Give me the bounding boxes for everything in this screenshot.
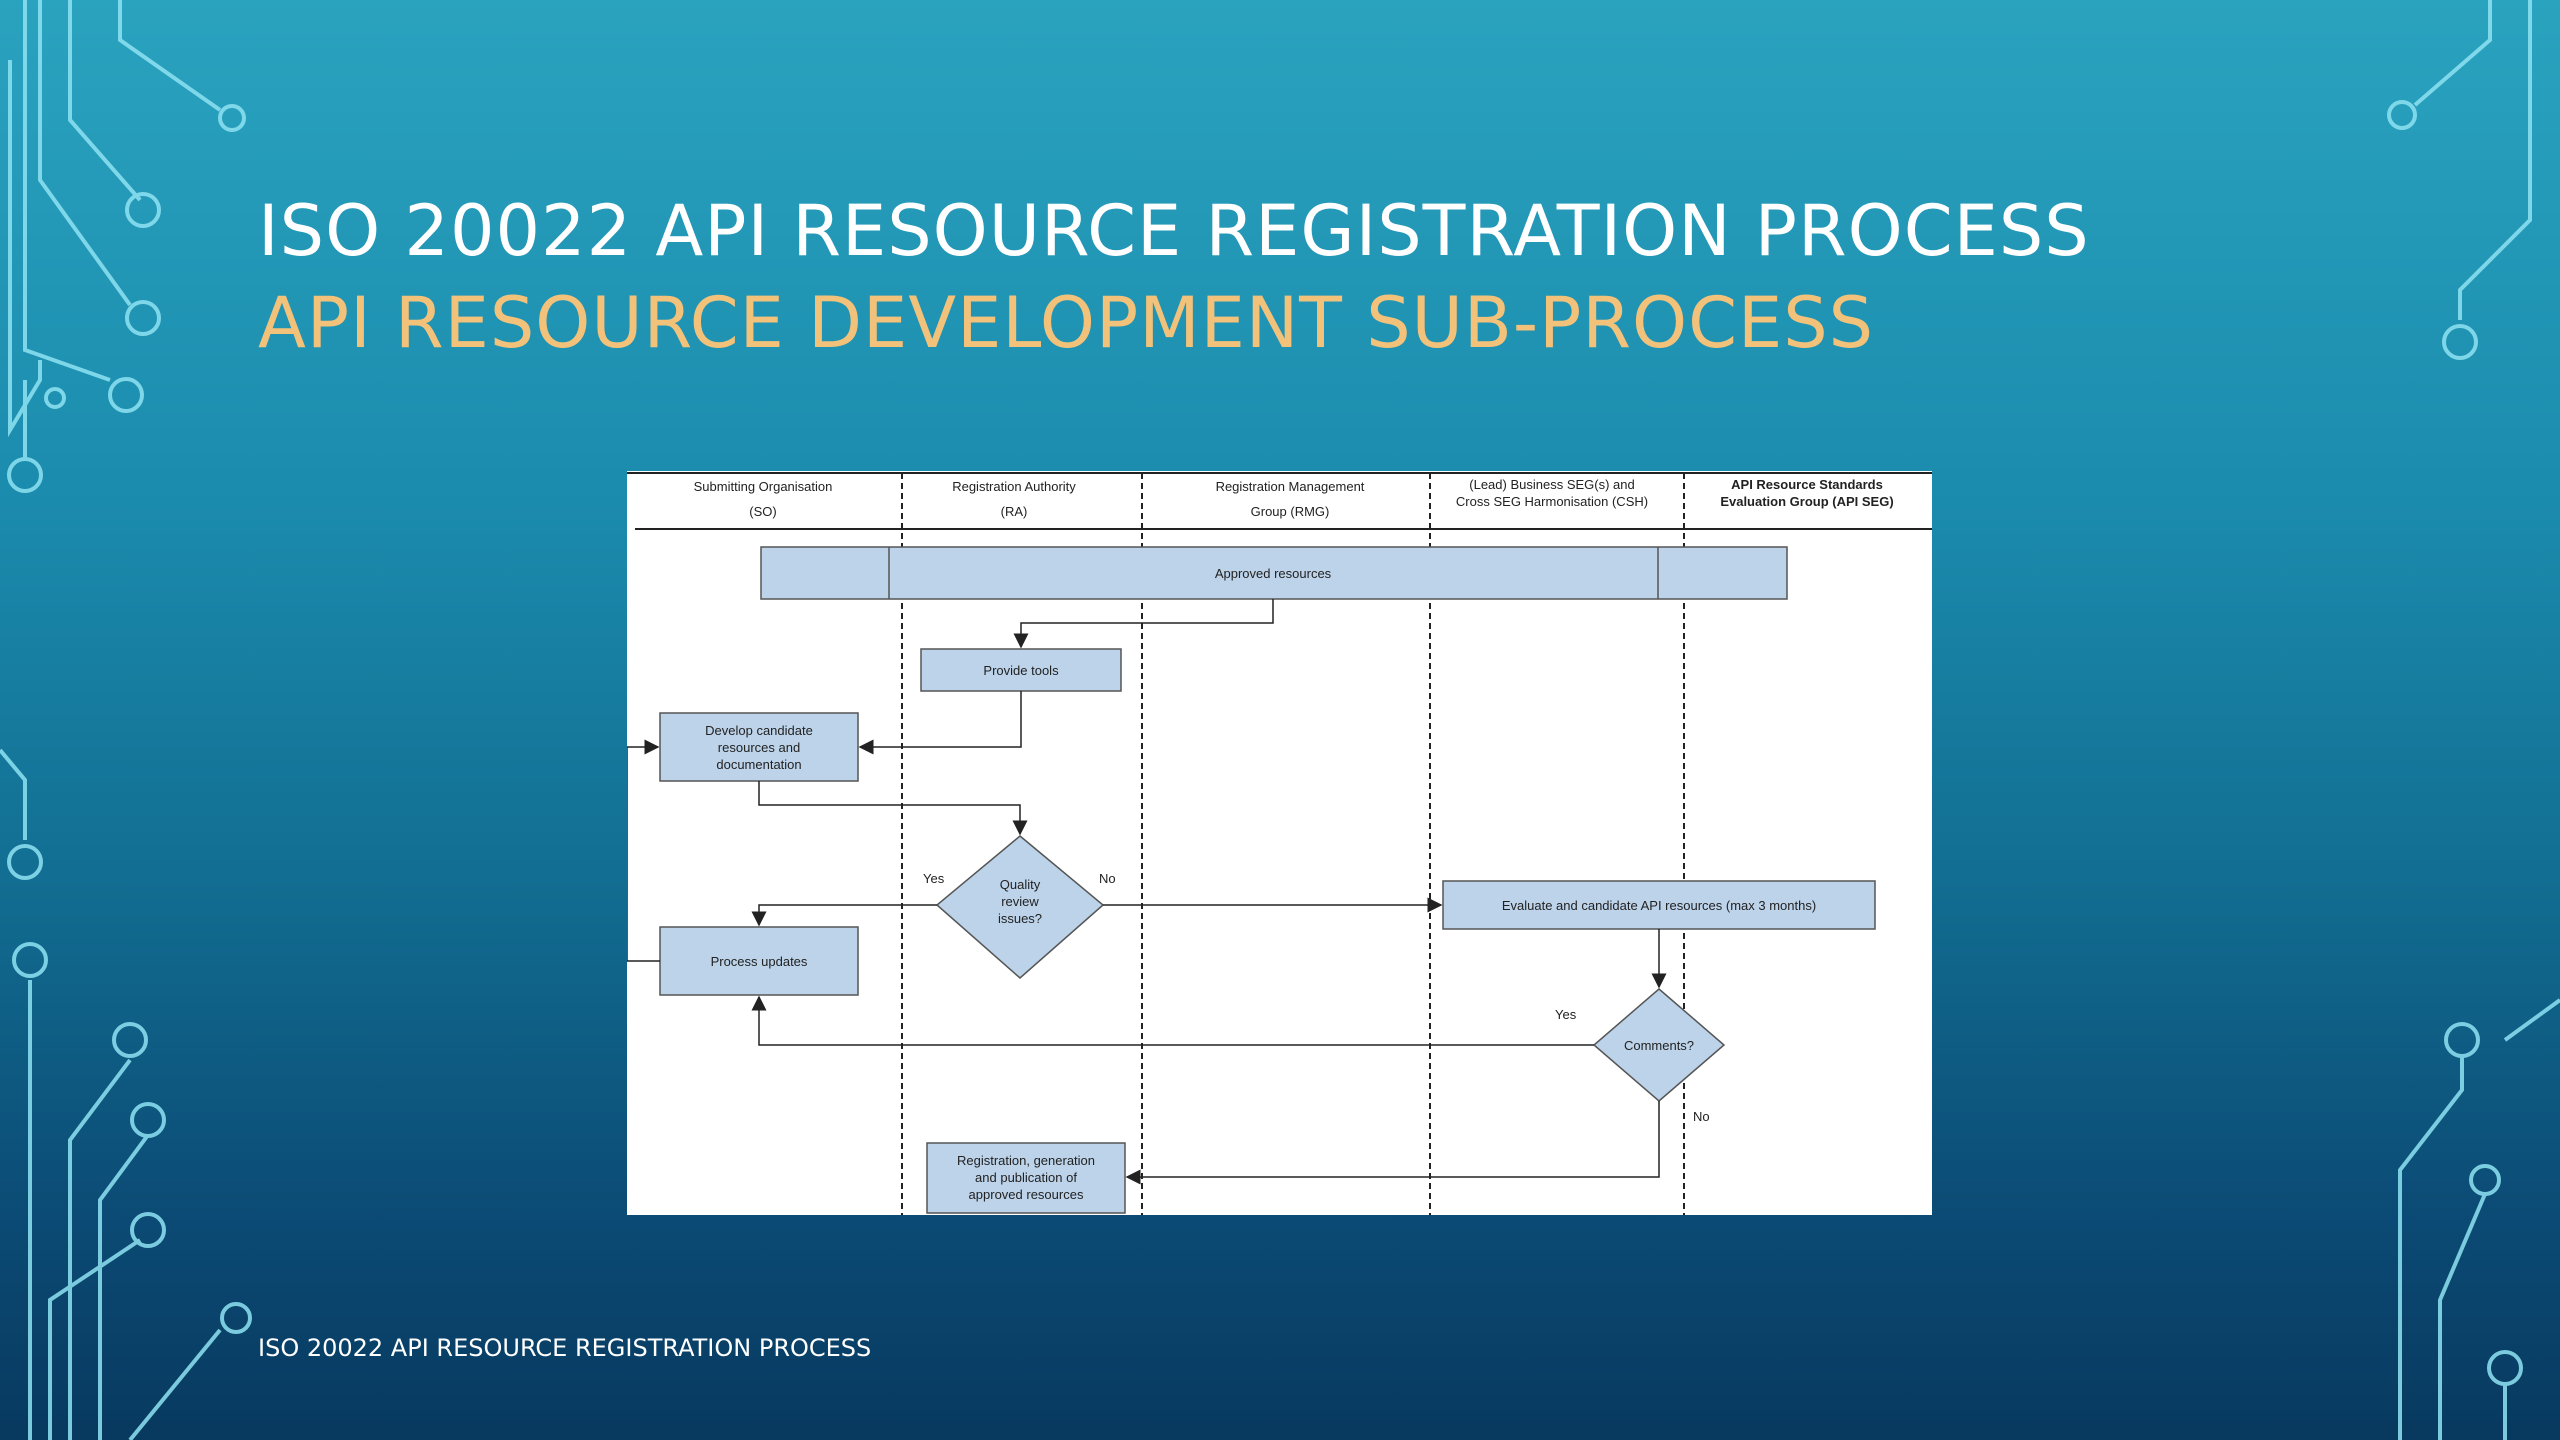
quality-yes-label: Yes <box>923 871 945 886</box>
process-updates-label: Process updates <box>711 954 808 969</box>
registration-label-line2: and publication of <box>975 1170 1077 1185</box>
lane-api-label: API Resource Standards <box>1731 477 1883 492</box>
develop-label-line2: resources and <box>718 740 800 755</box>
connector-tools-to-develop <box>858 691 1022 755</box>
connector-develop-to-quality <box>758 781 1028 836</box>
registration-label-line1: Registration, generation <box>957 1153 1095 1168</box>
connector-comments-yes <box>751 995 1594 1046</box>
flowchart-svg: Submitting Organisation (SO) Registratio… <box>626 472 1932 1215</box>
provide-tools-label: Provide tools <box>983 663 1059 678</box>
process-diagram: Submitting Organisation (SO) Registratio… <box>626 471 1932 1215</box>
lane-api-sublabel: Evaluation Group (API SEG) <box>1720 494 1893 509</box>
registration-box <box>926 1142 1126 1214</box>
connector-approved-to-tools <box>1013 599 1274 649</box>
provide-tools-box <box>920 648 1122 692</box>
develop-label-line3: documentation <box>716 757 801 772</box>
comments-label: Comments? <box>1624 1038 1694 1053</box>
registration-label-line3: approved resources <box>969 1187 1084 1202</box>
slide-title: ISO 20022 API RESOURCE REGISTRATION PROC… <box>258 190 2090 272</box>
lane-ra-abbrev: (RA) <box>1001 504 1028 519</box>
comments-yes-label: Yes <box>1555 1007 1577 1022</box>
lane-so-abbrev: (SO) <box>749 504 776 519</box>
lane-rmg-abbrev: Group (RMG) <box>1251 504 1330 519</box>
quality-label-line3: issues? <box>998 911 1042 926</box>
lane-ra-label: Registration Authority <box>952 479 1076 494</box>
approved-resources-box <box>760 546 1788 600</box>
lane-rmg-label: Registration Management <box>1216 479 1365 494</box>
evaluate-box <box>1442 880 1876 930</box>
quality-no-label: No <box>1099 871 1116 886</box>
approved-resources-label: Approved resources <box>1215 566 1332 581</box>
slide-footer: ISO 20022 API RESOURCE REGISTRATION PROC… <box>258 1334 872 1362</box>
quality-label-line2: review <box>1001 894 1039 909</box>
quality-label-line1: Quality <box>1000 877 1041 892</box>
quality-review-diamond <box>935 835 1105 979</box>
develop-label-line1: Develop candidate <box>705 723 813 738</box>
lane-seg-sublabel: Cross SEG Harmonisation (CSH) <box>1456 494 1648 509</box>
connector-comments-no <box>1125 1101 1660 1185</box>
slide-subtitle: API RESOURCE DEVELOPMENT SUB-PROCESS <box>258 282 1875 364</box>
evaluate-label: Evaluate and candidate API resources (ma… <box>1502 898 1816 913</box>
lane-so-label: Submitting Organisation <box>694 479 833 494</box>
lane-seg-label: (Lead) Business SEG(s) and <box>1469 477 1634 492</box>
process-updates-box <box>659 926 859 996</box>
connector-quality-yes <box>751 904 937 927</box>
comments-no-label: No <box>1693 1109 1710 1124</box>
connector-updates-to-develop <box>626 739 660 962</box>
